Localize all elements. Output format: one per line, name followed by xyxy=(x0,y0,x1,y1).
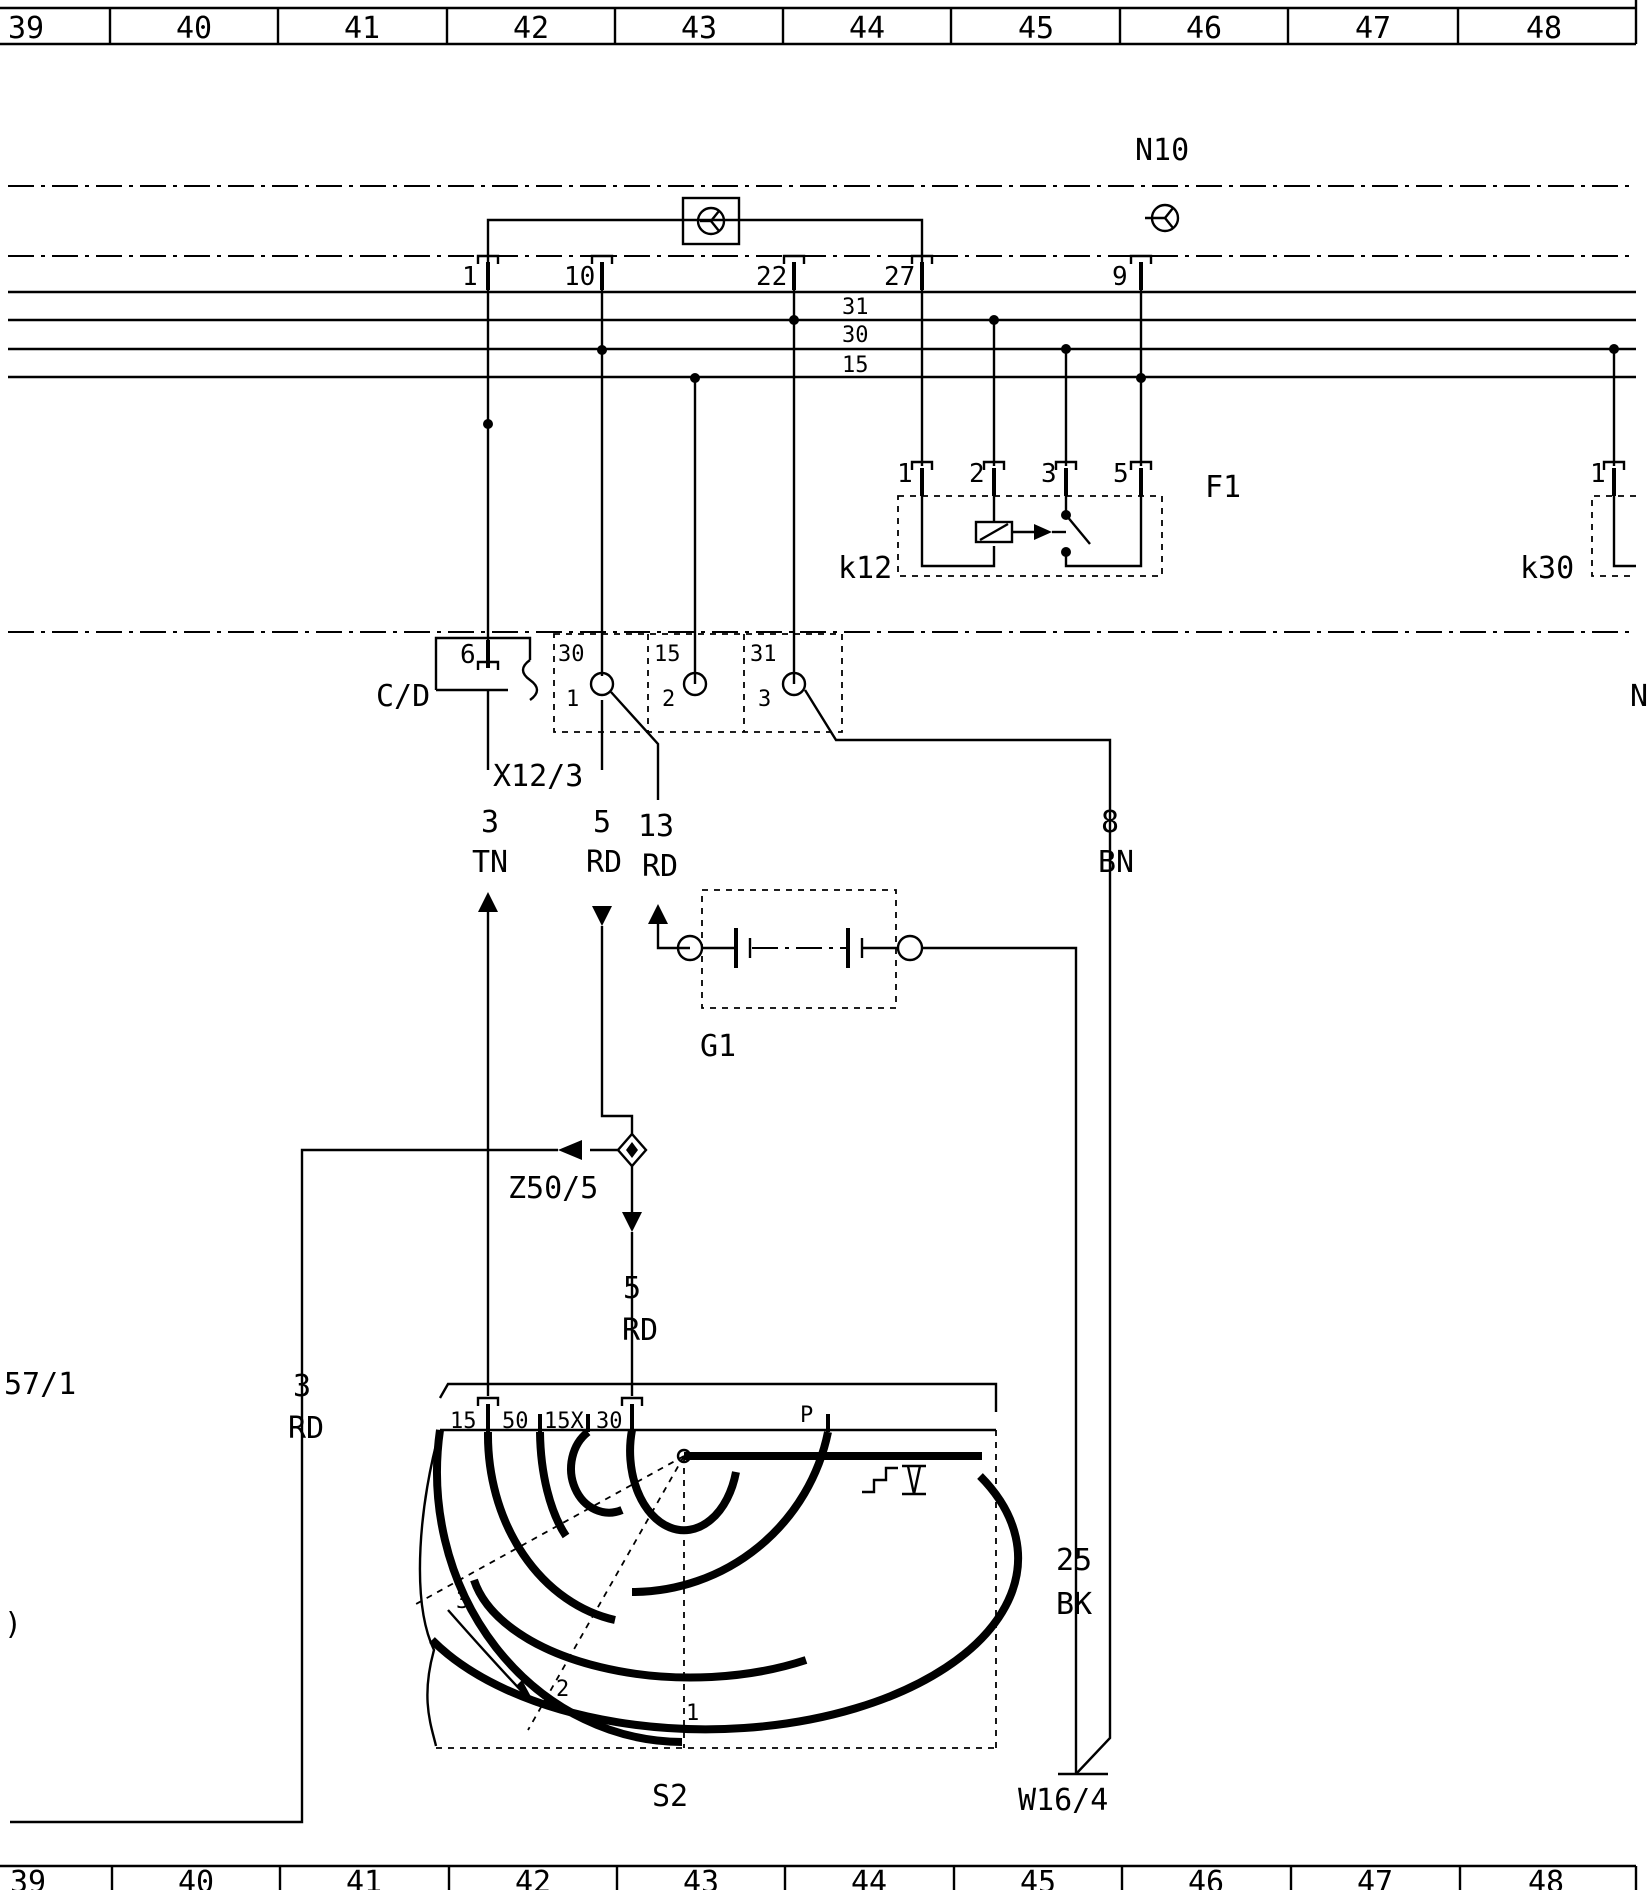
pin-label: 9 xyxy=(1112,262,1128,292)
pin-label: 1 xyxy=(1590,459,1606,489)
grid-label: 41 xyxy=(344,11,380,46)
terminal-label: 2 xyxy=(662,687,675,712)
wire-color: RD xyxy=(642,849,678,884)
wire-color: BK xyxy=(1056,1587,1092,1622)
wire-color: RD xyxy=(622,1313,658,1348)
wire-num: 3 xyxy=(293,1369,311,1404)
grid-label: 42 xyxy=(515,1865,551,1890)
wire-color: TN xyxy=(472,845,508,880)
switch-terminal: 50 xyxy=(502,1409,529,1434)
w16-4-label: W16/4 xyxy=(1018,1783,1108,1818)
pin-label: 1 xyxy=(462,262,478,292)
grid-label: 42 xyxy=(513,11,549,46)
grid-label: 46 xyxy=(1188,1865,1224,1890)
battery-g1: G1 xyxy=(676,889,1078,1774)
pin-label: 27 xyxy=(884,262,915,292)
wire-color: BN xyxy=(1098,845,1134,880)
wire-color: RD xyxy=(288,1411,324,1446)
n10-wires xyxy=(483,290,1619,684)
cd-connector: 6 C/D xyxy=(376,636,539,714)
n10-internal-link xyxy=(486,196,924,262)
ground-w16-4: W16/4 xyxy=(1018,1772,1108,1818)
wire-num: 5 xyxy=(623,1271,641,1306)
grid-label: 45 xyxy=(1018,11,1054,46)
terminal-label: 15 xyxy=(654,642,681,667)
switch-terminal: P xyxy=(800,1403,813,1428)
grid-ruler-top: 39 40 41 42 43 44 45 46 47 48 xyxy=(0,0,1638,46)
wire-num: 5 xyxy=(593,805,611,840)
n10-pins: 1 10 22 27 9 xyxy=(462,254,1153,292)
lower-wires xyxy=(478,689,1112,1775)
pin-label: 6 xyxy=(460,640,476,670)
pin-label: 2 xyxy=(969,459,985,489)
grid-label: 40 xyxy=(178,1865,214,1890)
switch-position: 1 xyxy=(686,1701,699,1726)
g1-label: G1 xyxy=(700,1029,736,1064)
grid-label: 44 xyxy=(851,1865,887,1890)
k12-label: k12 xyxy=(838,551,892,586)
switch-position: 2 xyxy=(556,1677,569,1702)
grid-label: 41 xyxy=(346,1865,382,1890)
wire-num: 13 xyxy=(638,809,674,844)
grid-label: 47 xyxy=(1355,11,1391,46)
switch-terminal: 30 xyxy=(596,1409,623,1434)
switch-position: 3 xyxy=(456,1589,469,1614)
x12-3-label: X12/3 xyxy=(493,759,583,794)
ignition-switch-s2: 15 50 15X 30 P 3 2 1 S2 xyxy=(415,1382,1023,1814)
ref-57-1: 57/1 xyxy=(4,1367,76,1402)
grid-label: 43 xyxy=(681,11,717,46)
bus-label-30: 30 xyxy=(842,323,869,348)
terminal-label: 30 xyxy=(558,642,585,667)
power-bus: 31 30 15 xyxy=(8,290,1636,379)
f1-label: F1 xyxy=(1205,470,1241,505)
grid-label: 46 xyxy=(1186,11,1222,46)
terminal-label: 1 xyxy=(566,687,579,712)
k30-label: k30 xyxy=(1520,551,1574,586)
grid-label: 39 xyxy=(8,11,44,46)
wire-num: 3 xyxy=(481,805,499,840)
grid-label: 40 xyxy=(176,11,212,46)
terminal-label: 31 xyxy=(750,642,777,667)
module-boundaries xyxy=(8,185,1636,633)
ref-paren: ) xyxy=(4,1607,22,1642)
z50-5-label: Z50/5 xyxy=(508,1171,598,1206)
terminal-block-x12-3: 30 1 15 2 31 3 X12/3 xyxy=(493,633,843,794)
wire-labels-lower: 5 RD 3 RD 25 BK xyxy=(288,1271,1092,1622)
grid-label: 48 xyxy=(1528,1865,1564,1890)
grid-label: 43 xyxy=(683,1865,719,1890)
pin-label: 10 xyxy=(564,262,595,292)
cd-label: C/D xyxy=(376,679,430,714)
bus-label-15: 15 xyxy=(842,353,869,378)
wire-num: 25 xyxy=(1056,1543,1092,1578)
wire-color: RD xyxy=(586,845,622,880)
pin-label: 3 xyxy=(1041,459,1057,489)
pin-label: 5 xyxy=(1113,459,1129,489)
pin-label: 22 xyxy=(756,262,787,292)
wire-labels-upper: 3 TN 5 RD 13 RD 8 BN xyxy=(472,805,1134,884)
grid-label: 47 xyxy=(1357,1865,1393,1890)
transistor-icon xyxy=(1145,203,1180,233)
grid-label: 44 xyxy=(849,11,885,46)
grid-label: 45 xyxy=(1020,1865,1056,1890)
grid-label: 48 xyxy=(1526,11,1562,46)
pin-label: 1 xyxy=(897,459,913,489)
n10-label: N10 xyxy=(1135,133,1189,168)
relay-k12: F1 k12 1 2 3 5 xyxy=(838,459,1241,586)
s2-label: S2 xyxy=(652,1779,688,1814)
terminal-label: 3 xyxy=(758,687,771,712)
relay-k30: 1 k30 xyxy=(1520,459,1636,586)
splice-z50-5: Z50/5 xyxy=(10,1132,648,1824)
bus-label-31: 31 xyxy=(842,295,869,320)
grid-ruler-bottom: 39 40 41 42 43 44 45 46 47 48 xyxy=(0,1864,1638,1890)
switch-terminal: 15X xyxy=(544,1409,584,1434)
switch-terminal: 15 xyxy=(450,1409,477,1434)
edge-ref-n: N xyxy=(1630,679,1648,714)
grid-label: 39 xyxy=(10,1865,46,1890)
